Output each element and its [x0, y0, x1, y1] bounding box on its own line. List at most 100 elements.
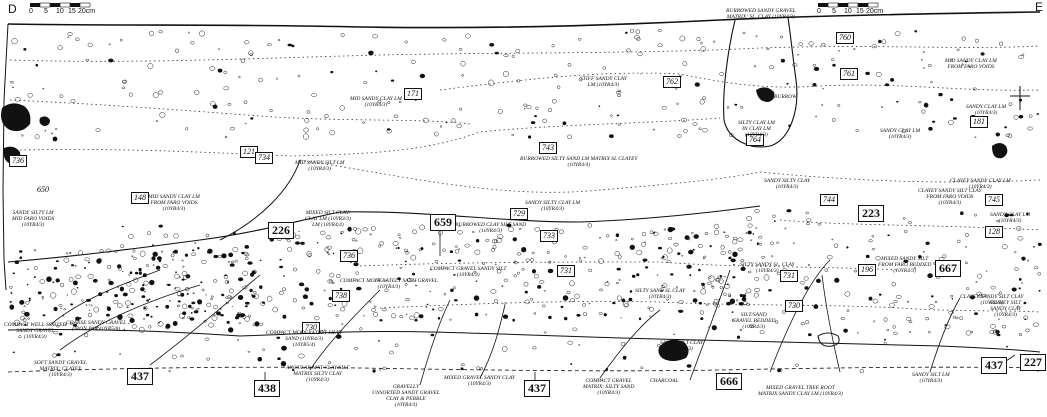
pebble	[532, 346, 537, 350]
pebble	[324, 329, 326, 331]
pebble	[231, 306, 233, 307]
pebble	[277, 39, 281, 42]
pebble	[192, 292, 195, 294]
pebble	[155, 120, 159, 123]
pebble	[692, 248, 695, 251]
pebble	[157, 256, 162, 261]
pebble	[955, 316, 959, 319]
pebble	[11, 38, 18, 45]
pebble	[121, 225, 124, 228]
pebble	[50, 132, 54, 135]
pebble	[419, 73, 426, 79]
pebble	[205, 294, 207, 296]
pebble	[666, 298, 669, 301]
pebble	[259, 285, 263, 289]
pebble	[1001, 324, 1007, 329]
pebble	[245, 305, 248, 308]
annotation-burrowed-silty-sand: BURROWED SILTY SAND LM MATRIX SL CLAYEY …	[520, 156, 638, 168]
pebble	[909, 331, 912, 333]
pebble	[718, 282, 720, 283]
pebble	[105, 248, 112, 253]
pebble	[720, 245, 725, 250]
pebble	[617, 123, 621, 126]
pebble	[304, 287, 310, 292]
pebble	[833, 243, 839, 248]
pebble	[859, 369, 864, 374]
pebble	[982, 294, 987, 298]
pebble	[657, 343, 661, 347]
pebble	[1036, 113, 1040, 115]
pebble	[362, 315, 365, 317]
pebble	[197, 299, 203, 305]
pebble	[55, 260, 59, 263]
pebble	[121, 86, 126, 90]
pebble	[259, 259, 262, 262]
pebble	[184, 253, 189, 257]
pebble	[615, 90, 621, 95]
pebble	[985, 270, 988, 272]
pebble	[53, 330, 59, 335]
pebble	[410, 60, 416, 64]
pebble	[564, 316, 568, 321]
pebble	[347, 226, 352, 232]
pebble	[399, 266, 403, 269]
annotation-burrowed-clay-silt: BURROWED CLAY SILT SAND (10YR4/3)	[455, 222, 527, 234]
pebble	[117, 314, 123, 320]
pebble	[160, 250, 164, 253]
pebble	[996, 333, 1001, 337]
pebble	[64, 324, 67, 326]
pebble	[944, 324, 951, 330]
pebble	[304, 117, 310, 124]
pebble	[332, 252, 335, 255]
pebble	[950, 98, 954, 102]
pebble	[732, 276, 736, 279]
pebble	[754, 277, 760, 281]
pebble	[964, 261, 968, 265]
pebble	[10, 292, 13, 294]
pebble	[298, 353, 305, 359]
pebble	[217, 254, 222, 258]
pebble	[523, 103, 528, 107]
pebble	[768, 289, 772, 292]
pebble	[551, 98, 557, 104]
pebble	[1023, 301, 1027, 305]
annotation-sandy-silty-clay-lm: SANDY SILTY CLAY LM (10YR4/3)	[525, 200, 581, 212]
pebble	[741, 294, 747, 298]
pebble	[726, 283, 729, 286]
annotation-compact-gravel-sandy-silt: COMPACT GRAVEL SANDY SILT (10YR4/3)	[430, 266, 507, 278]
pebble	[822, 88, 824, 90]
pebble	[117, 285, 120, 288]
pebble	[230, 260, 235, 264]
annotation-clayey-silt: CLAYEY SILT SANDY CLAY (10YR4/3)	[990, 300, 1022, 318]
pebble	[175, 271, 177, 273]
pebble	[501, 345, 508, 352]
pebble	[578, 344, 581, 346]
pebble	[85, 58, 90, 62]
pebble	[62, 314, 64, 317]
pebble	[771, 255, 774, 258]
pebble	[148, 325, 152, 329]
pebble	[303, 127, 309, 133]
pebble	[928, 330, 931, 334]
pebble	[569, 280, 575, 287]
leader-lines	[49, 230, 1041, 388]
pebble	[382, 366, 387, 371]
pebble	[997, 293, 999, 295]
pebble	[388, 350, 394, 355]
pebble	[18, 335, 22, 339]
pebble	[736, 299, 739, 302]
pebble	[113, 299, 119, 305]
pebble	[237, 76, 241, 79]
pebble	[229, 263, 235, 267]
pebble	[644, 266, 649, 269]
pebble	[126, 282, 132, 287]
pebble	[46, 276, 52, 283]
pebble	[807, 263, 810, 267]
pebble	[1026, 212, 1029, 216]
pebble	[952, 315, 956, 319]
pebble	[525, 258, 530, 262]
annotation-compact-gravel-mid: COMPACT GRAVEL MATRIX: SILTY SAND (10YR4…	[583, 378, 635, 396]
pebble	[1014, 251, 1017, 254]
pebble	[355, 239, 358, 242]
pebble	[726, 301, 731, 306]
